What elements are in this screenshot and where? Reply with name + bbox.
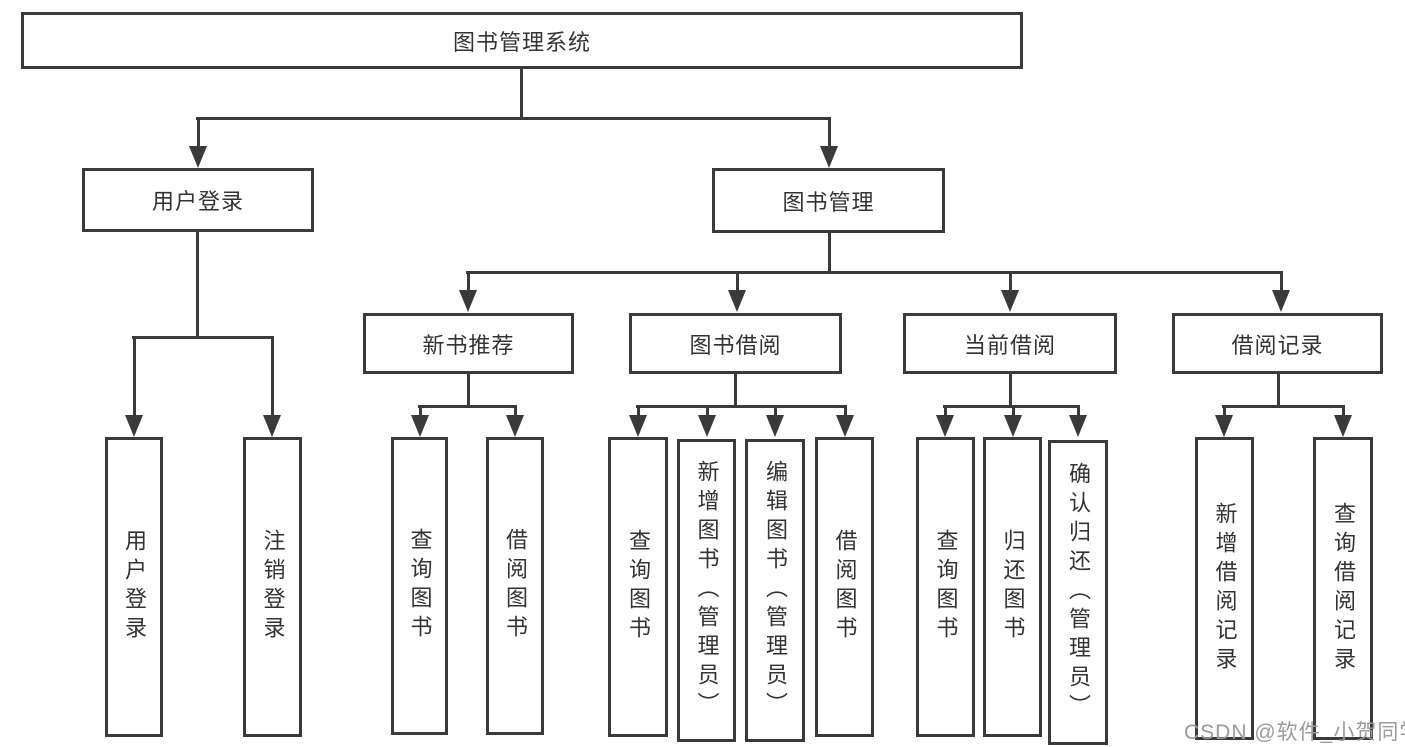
connector-stem-borrow-records <box>1280 271 1283 292</box>
node-label: 新增图书（管理员） <box>694 460 720 721</box>
arrow-down-icon <box>820 146 838 168</box>
arrow-down-icon <box>698 415 716 437</box>
arrow-down-icon <box>1334 415 1352 437</box>
watermark: CSDN @软件_小贺同学 <box>1184 721 1405 744</box>
arrow-down-icon <box>728 290 746 312</box>
connector-stem-current-borrow <box>1009 271 1012 292</box>
node-book-management: 图书管理 <box>712 168 945 233</box>
arrow-down-icon <box>766 415 784 437</box>
arrow-down-icon <box>1215 415 1233 437</box>
node-book-borrow: 图书借阅 <box>629 313 842 374</box>
node-label: 图书管理系统 <box>452 29 591 55</box>
connector-borrow-records-split <box>1222 405 1344 408</box>
leaf-logout-login: 注销登录 <box>243 437 302 737</box>
arrow-down-icon <box>411 415 429 437</box>
node-label: 查询图书 <box>933 529 959 645</box>
connector-stem <box>514 405 517 417</box>
node-label: 确认归还（管理员） <box>1066 462 1091 723</box>
leaf-edit-books-admin: 编辑图书（管理员） <box>745 439 805 742</box>
connector-stem <box>637 405 640 417</box>
leaf-confirm-return-admin: 确认归还（管理员） <box>1048 440 1108 745</box>
arrow-down-icon <box>125 415 143 437</box>
connector-user-login-split <box>132 336 273 339</box>
connector-stem <box>419 405 422 417</box>
arrow-down-icon <box>506 415 524 437</box>
arrow-down-icon <box>1001 290 1019 312</box>
connector-stem-leaf-logout <box>271 336 274 417</box>
connector-stem <box>1012 405 1015 417</box>
connector-stem <box>1077 405 1080 417</box>
connector-book-management-drop <box>828 233 831 274</box>
arrow-down-icon <box>189 146 207 168</box>
arrow-down-icon <box>1272 290 1290 312</box>
node-label: 借阅记录 <box>1231 332 1324 358</box>
connector-current-borrow-split <box>943 405 1079 408</box>
node-label: 图书借阅 <box>689 332 782 358</box>
connector-book-management-split <box>466 271 1283 274</box>
leaf-query-borrow-record: 查询借阅记录 <box>1313 437 1373 740</box>
node-library-management-system: 图书管理系统 <box>21 12 1023 69</box>
node-label: 当前借阅 <box>963 332 1056 358</box>
leaf-user-login: 用户登录 <box>105 437 163 737</box>
leaf-query-books-current: 查询图书 <box>916 437 975 737</box>
connector-stem-book-management <box>828 117 831 148</box>
leaf-borrow-books: 借阅图书 <box>815 437 874 737</box>
node-label: 用户登录 <box>151 189 244 214</box>
leaf-add-borrow-record: 新增借阅记录 <box>1195 437 1254 740</box>
connector-current-borrow-drop <box>1009 373 1012 408</box>
node-new-book-recommend: 新书推荐 <box>363 313 574 374</box>
arrow-down-icon <box>629 415 647 437</box>
leaf-add-books-admin: 新增图书（管理员） <box>677 439 736 742</box>
node-label: 新书推荐 <box>422 332 515 358</box>
arrow-down-icon <box>1004 415 1022 437</box>
arrow-down-icon <box>836 415 854 437</box>
connector-stem <box>774 405 777 417</box>
node-label: 借阅图书 <box>503 528 528 644</box>
arrow-down-icon <box>1069 415 1087 437</box>
connector-new-book-drop <box>467 373 470 408</box>
node-label: 新增借阅记录 <box>1212 501 1238 676</box>
node-label: 用户登录 <box>122 529 147 645</box>
node-label: 编辑图书（管理员） <box>763 460 788 721</box>
connector-root-split <box>196 117 831 120</box>
connector-stem <box>706 405 709 417</box>
node-label: 注销登录 <box>260 529 286 645</box>
connector-stem-user-login <box>197 117 200 148</box>
connector-book-borrow-drop <box>734 373 737 408</box>
leaf-query-books-borrow: 查询图书 <box>608 437 668 737</box>
arrow-down-icon <box>936 415 954 437</box>
connector-stem-new-book <box>467 271 470 292</box>
connector-stem <box>1223 405 1226 417</box>
leaf-borrow-books-recommend: 借阅图书 <box>486 437 544 735</box>
node-label: 借阅图书 <box>832 529 858 645</box>
connector-stem <box>1342 405 1345 417</box>
connector-user-login-drop <box>196 232 199 339</box>
connector-stem-leaf-user-login <box>133 336 136 417</box>
node-label: 查询图书 <box>626 529 651 645</box>
node-label: 图书管理 <box>782 189 875 215</box>
node-borrow-records: 借阅记录 <box>1172 313 1383 374</box>
connector-stem <box>844 405 847 417</box>
leaf-return-books: 归还图书 <box>983 437 1042 737</box>
node-label: 查询借阅记录 <box>1331 501 1356 676</box>
node-label: 查询图书 <box>407 528 433 644</box>
arrow-down-icon <box>459 290 477 312</box>
node-label: 归还图书 <box>1000 529 1026 645</box>
connector-stem-book-borrow <box>736 271 739 292</box>
arrow-down-icon <box>263 415 281 437</box>
node-current-borrow: 当前借阅 <box>903 313 1117 374</box>
connector-book-borrow-split <box>636 405 846 408</box>
node-user-login: 用户登录 <box>82 168 314 232</box>
connector-root-drop <box>520 69 523 120</box>
connector-stem <box>944 405 947 417</box>
leaf-query-books-recommend: 查询图书 <box>391 437 448 735</box>
connector-new-book-split <box>418 405 516 408</box>
connector-borrow-records-drop <box>1277 373 1280 408</box>
